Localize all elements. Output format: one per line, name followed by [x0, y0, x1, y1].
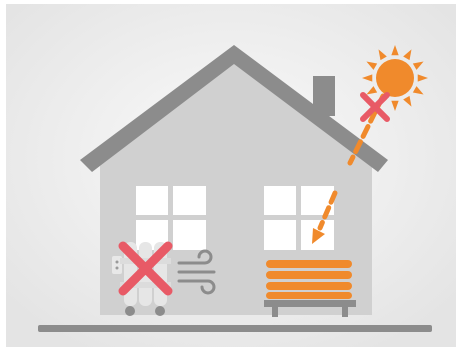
window-left — [136, 186, 206, 250]
ground-line — [38, 325, 432, 332]
